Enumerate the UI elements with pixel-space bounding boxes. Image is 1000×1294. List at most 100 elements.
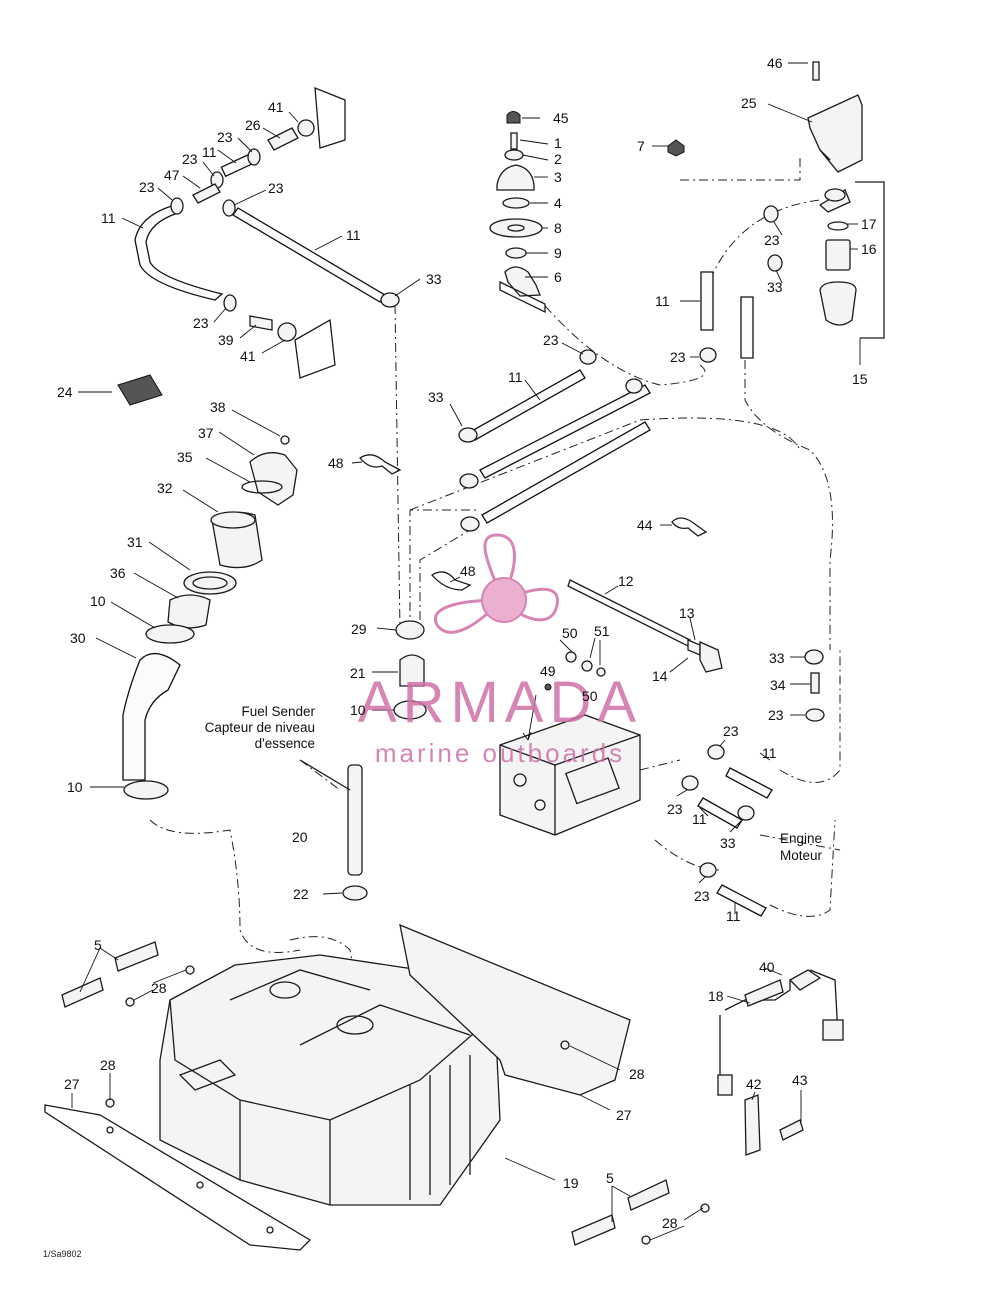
callout: 23 [768,707,784,723]
engine-label: Engine [780,831,822,846]
annotations: Fuel Sender Capteur de niveau d'essence … [43,704,823,1259]
callout: 25 [741,95,757,111]
callout: 23 [670,349,686,365]
routing-lines [149,155,841,1031]
callout: 9 [554,245,562,261]
callout: 23 [764,232,780,248]
callout: 23 [139,179,155,195]
callout: 48 [460,563,476,579]
callout: 35 [177,449,193,465]
brackets-straps [61,941,844,1246]
callout: 12 [618,573,634,589]
fuel-sender-label-fr: Capteur de niveau [205,720,315,735]
callout: 31 [127,534,143,550]
fuel-valve [499,579,723,836]
callout: 23 [268,180,284,196]
callout: 11 [202,144,217,160]
callout: 4 [554,195,562,211]
engine-fittings [681,649,825,917]
callout: 23 [543,332,559,348]
callout: 5 [94,937,102,953]
callout: 1 [554,135,562,151]
callout: 47 [164,167,180,183]
valve-stack [489,111,546,314]
callout: 17 [861,216,877,232]
armada-watermark: ARMADA marine outboards [358,533,636,768]
callout: 44 [637,517,653,533]
filler-neck-assembly [117,374,298,800]
callout: 34 [770,677,786,693]
callout: 23 [182,151,198,167]
callout: 40 [759,959,775,975]
callout: 41 [240,348,256,364]
callout: 10 [350,702,366,718]
callout: 23 [193,315,209,331]
callout: 19 [563,1175,579,1191]
callout: 42 [746,1076,762,1092]
callout: 11 [101,210,116,226]
fuel-sender-assembly [299,620,427,901]
callout: 2 [554,151,562,167]
callout: 16 [861,241,877,257]
callout: 36 [110,565,126,581]
callout: 33 [767,279,783,295]
callout: 33 [428,389,444,405]
engine-label-fr: Moteur [780,848,823,863]
fuel-tank [44,923,631,1251]
callout: 3 [554,169,562,185]
callout: 11 [726,908,741,924]
callout: 29 [351,621,367,637]
filter-bracket-assembly [667,61,885,359]
callout: 51 [594,623,610,639]
callout: 11 [692,811,707,827]
callout-labels: 46 25 7 45 1 2 3 4 8 9 6 41 26 23 11 23 … [57,55,877,1231]
callout: 23 [217,129,233,145]
callout: 7 [637,138,645,154]
callout: 27 [616,1107,632,1123]
callout: 41 [268,99,284,115]
callout: 11 [346,227,361,243]
fuel-sender-label-fr2: d'essence [255,736,315,751]
callout: 28 [151,980,167,996]
callout: 27 [64,1076,80,1092]
callout: 50 [582,688,598,704]
callout: 23 [667,801,683,817]
callout: 13 [679,605,695,621]
callout: 33 [720,835,736,851]
propeller-logo-icon [433,533,559,634]
callout: 43 [792,1072,808,1088]
vent-hose-assembly [134,87,400,379]
callout: 46 [767,55,783,71]
callout: 8 [554,220,562,236]
callout: 39 [218,332,234,348]
watermark-tagline: marine outboards [375,738,625,768]
callout: 10 [90,593,106,609]
callout: 32 [157,480,173,496]
callout: 21 [350,665,366,681]
callout: 37 [198,425,214,441]
callout: 26 [245,117,261,133]
callout: 28 [100,1057,116,1073]
callout: 11 [762,745,777,761]
callout: 11 [508,369,523,385]
callout: 28 [662,1215,678,1231]
callout: 10 [67,779,83,795]
callout: 38 [210,399,226,415]
callout: 23 [694,888,710,904]
callout: 22 [293,886,309,902]
fuel-sender-label: Fuel Sender [241,704,315,719]
callout: 24 [57,384,73,400]
callout: 30 [70,630,86,646]
callout: 50 [562,625,578,641]
callout: 11 [655,293,670,309]
callout: 28 [629,1066,645,1082]
callout: 15 [852,371,868,387]
reference-code: 1/Sa9802 [43,1249,82,1259]
callout: 5 [606,1170,614,1186]
callout: 45 [553,110,569,126]
callout: 49 [540,663,556,679]
callout: 14 [652,668,668,684]
callout: 18 [708,988,724,1004]
callout: 33 [769,650,785,666]
